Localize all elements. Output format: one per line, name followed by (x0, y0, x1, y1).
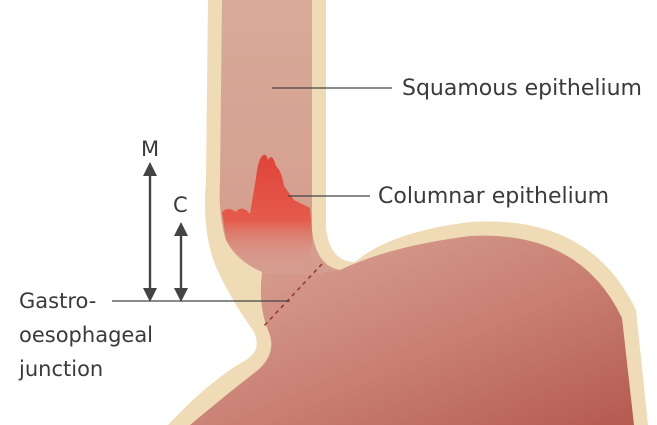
columnar-label: Columnar epithelium (378, 184, 609, 209)
squamous-label: Squamous epithelium (402, 76, 642, 101)
columnar-epithelium-region (222, 154, 313, 272)
arrow-c-label: C (173, 193, 188, 217)
c-arrow (174, 222, 188, 302)
junction-label-line3: junction (18, 357, 103, 381)
junction-label-line1: Gastro- (19, 289, 96, 313)
m-arrow (143, 162, 157, 302)
junction-dashed-line (261, 263, 323, 329)
arrow-m-label: M (141, 137, 159, 161)
oesophagus-lumen (219, 0, 340, 274)
junction-label-line2: oesophageal (19, 323, 153, 347)
stomach-lumen (190, 235, 634, 425)
